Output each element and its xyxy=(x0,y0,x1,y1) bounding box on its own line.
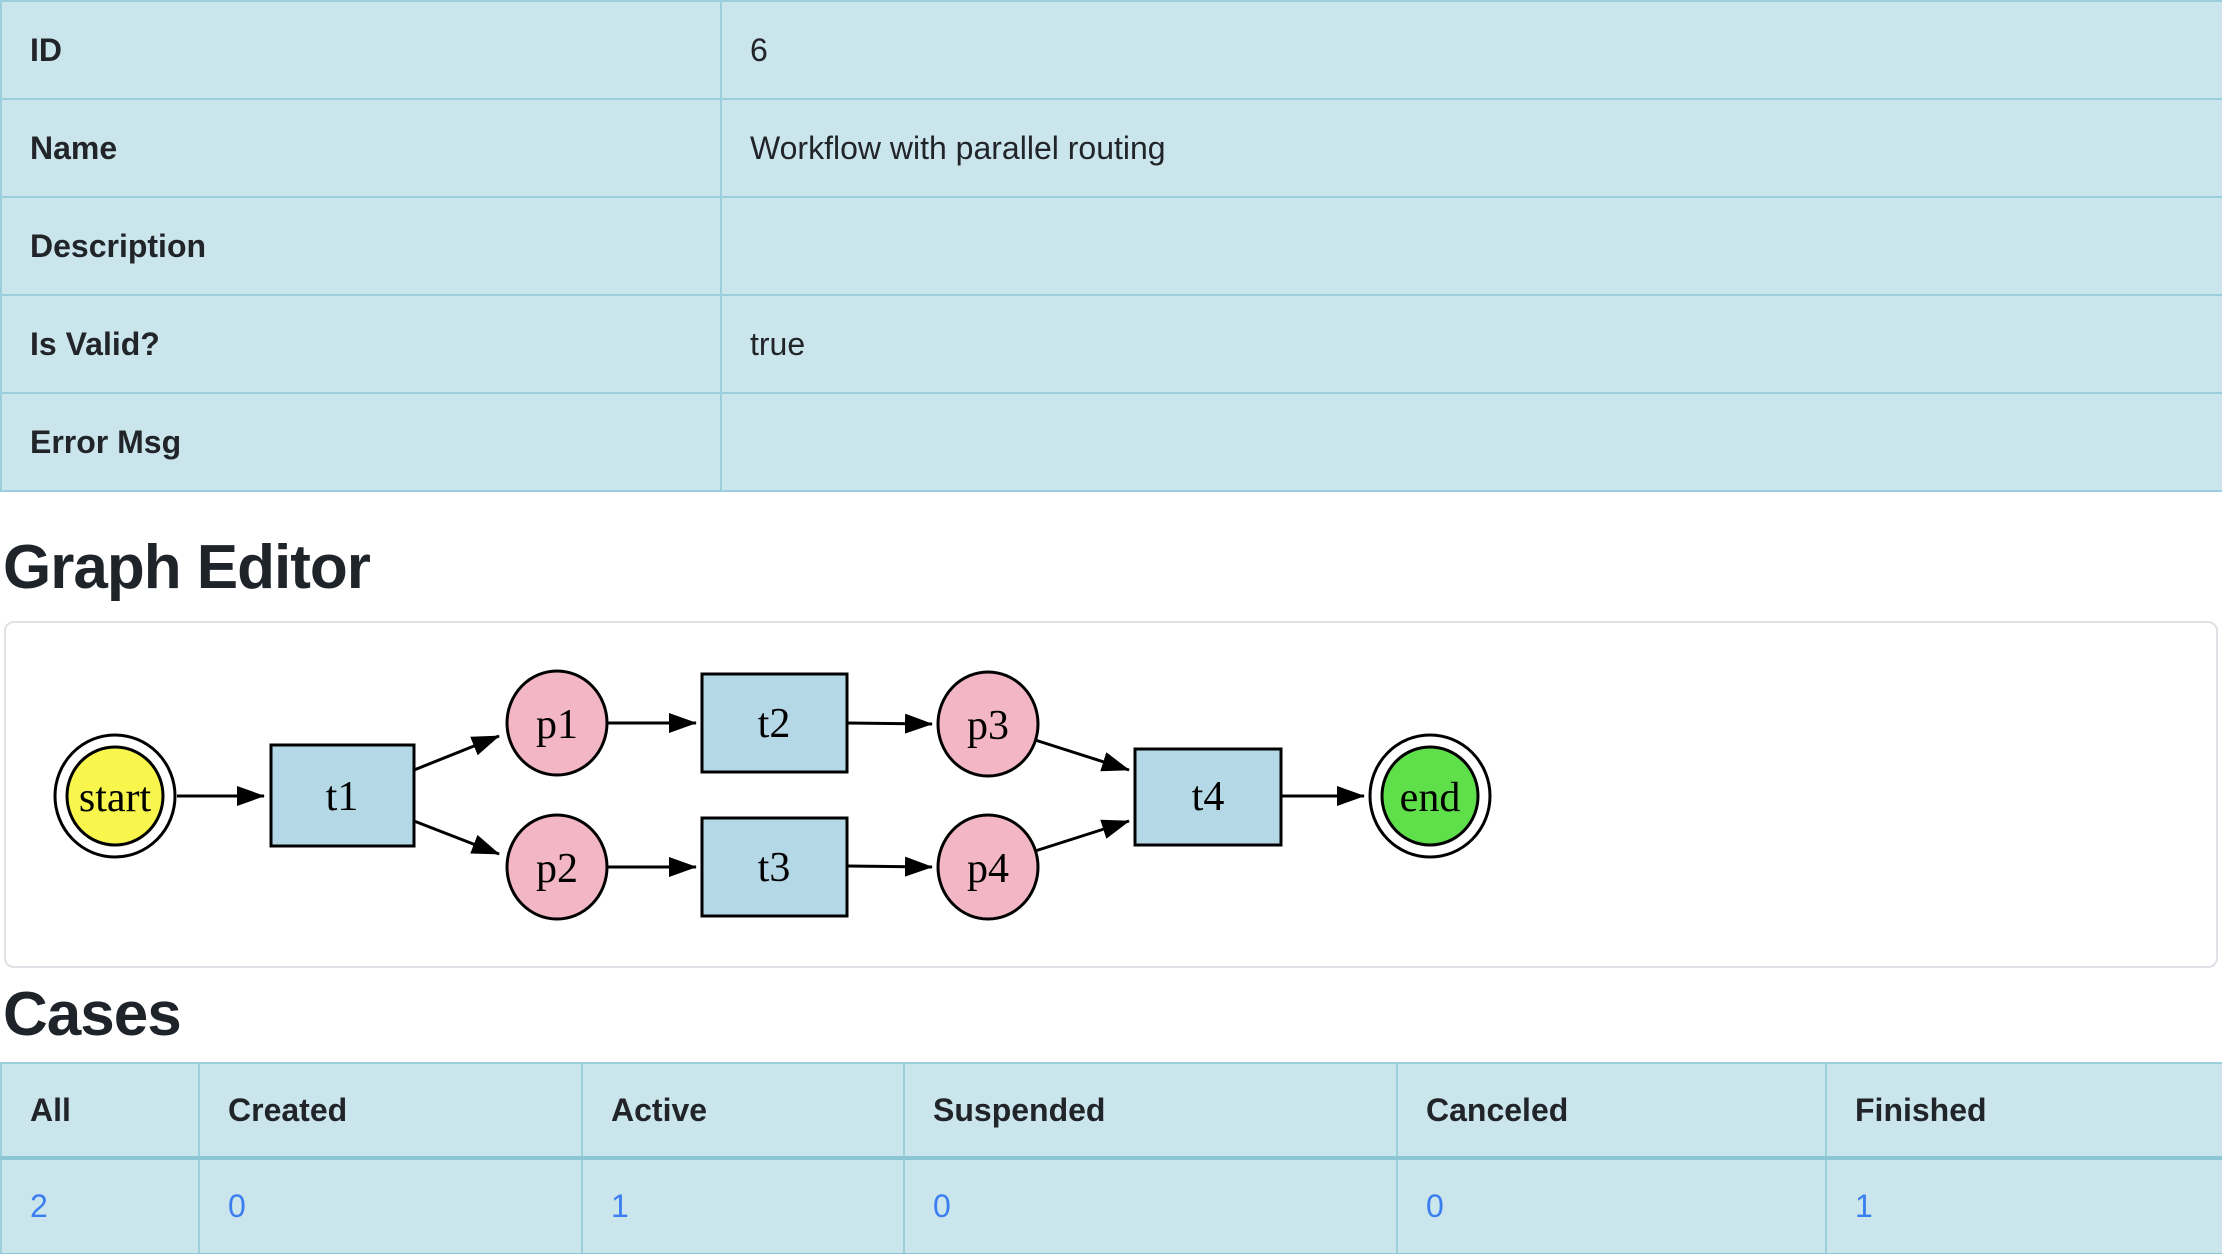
info-value-name: Workflow with parallel routing xyxy=(720,98,2222,198)
info-label-id: ID xyxy=(0,0,722,100)
node-label: t4 xyxy=(1192,774,1225,820)
info-label-error-msg: Error Msg xyxy=(0,392,722,492)
node-p1[interactable]: p1 xyxy=(505,669,609,777)
cases-header-row: All Created Active Suspended Canceled Fi… xyxy=(0,1062,2222,1160)
node-label: p2 xyxy=(536,846,578,892)
info-value-error-msg xyxy=(720,392,2222,492)
info-value-is-valid: true xyxy=(720,294,2222,394)
node-label: p1 xyxy=(536,702,578,748)
table-row: Error Msg xyxy=(0,392,2222,492)
table-row: Description xyxy=(0,196,2222,296)
cases-header-all: All xyxy=(0,1062,200,1160)
node-t4[interactable]: t4 xyxy=(1133,747,1283,847)
node-start[interactable]: start xyxy=(53,733,177,859)
graph-editor-canvas[interactable]: start t1 p1 p2 t2 t3 xyxy=(4,621,2218,968)
cases-table: All Created Active Suspended Canceled Fi… xyxy=(0,1062,2222,1254)
workflow-info-table: ID 6 Name Workflow with parallel routing… xyxy=(0,0,2222,492)
node-label: t2 xyxy=(758,701,791,747)
info-value-description xyxy=(720,196,2222,296)
cases-header-suspended: Suspended xyxy=(903,1062,1398,1160)
edge-t2-p3 xyxy=(846,713,933,734)
cases-header-active: Active xyxy=(581,1062,905,1160)
petri-net-diagram: start t1 p1 p2 t2 t3 xyxy=(53,669,1492,921)
graph-editor-heading: Graph Editor xyxy=(3,533,371,602)
node-p4[interactable]: p4 xyxy=(936,813,1040,921)
cases-header-canceled: Canceled xyxy=(1396,1062,1827,1160)
node-label: t3 xyxy=(758,845,791,891)
info-label-name: Name xyxy=(0,98,722,198)
table-row: Name Workflow with parallel routing xyxy=(0,98,2222,198)
cases-count-active-link[interactable]: 1 xyxy=(611,1187,629,1224)
node-t2[interactable]: t2 xyxy=(700,672,849,774)
edge-t1-p2 xyxy=(413,819,500,856)
cases-count-created-link[interactable]: 0 xyxy=(228,1187,246,1224)
cases-count-suspended-link[interactable]: 0 xyxy=(933,1187,951,1224)
node-p2[interactable]: p2 xyxy=(505,813,609,921)
node-label: t1 xyxy=(326,774,359,820)
cases-count-finished-link[interactable]: 1 xyxy=(1855,1187,1873,1224)
cases-count-row: 2 0 1 0 0 1 xyxy=(0,1157,2222,1254)
cases-heading: Cases xyxy=(3,980,182,1049)
cases-count-all-link[interactable]: 2 xyxy=(30,1187,48,1224)
node-end[interactable]: end xyxy=(1368,733,1492,859)
edge-p4-t4 xyxy=(1031,819,1130,854)
node-label: start xyxy=(79,775,152,821)
node-p3[interactable]: p3 xyxy=(936,670,1040,778)
node-t3[interactable]: t3 xyxy=(700,816,849,918)
node-label: end xyxy=(1400,775,1461,821)
info-label-is-valid: Is Valid? xyxy=(0,294,722,394)
table-row: ID 6 xyxy=(0,0,2222,100)
table-row: Is Valid? true xyxy=(0,294,2222,394)
edge-t3-p4 xyxy=(846,856,933,877)
edge-p3-t4 xyxy=(1031,737,1130,772)
cases-header-created: Created xyxy=(198,1062,583,1160)
info-label-description: Description xyxy=(0,196,722,296)
node-label: p4 xyxy=(967,846,1009,892)
node-t1[interactable]: t1 xyxy=(269,743,416,848)
cases-header-finished: Finished xyxy=(1825,1062,2222,1160)
graph-edges xyxy=(177,713,1365,877)
cases-count-canceled-link[interactable]: 0 xyxy=(1426,1187,1444,1224)
node-label: p3 xyxy=(967,703,1009,749)
edge-t1-p1 xyxy=(413,734,500,772)
info-value-id: 6 xyxy=(720,0,2222,100)
